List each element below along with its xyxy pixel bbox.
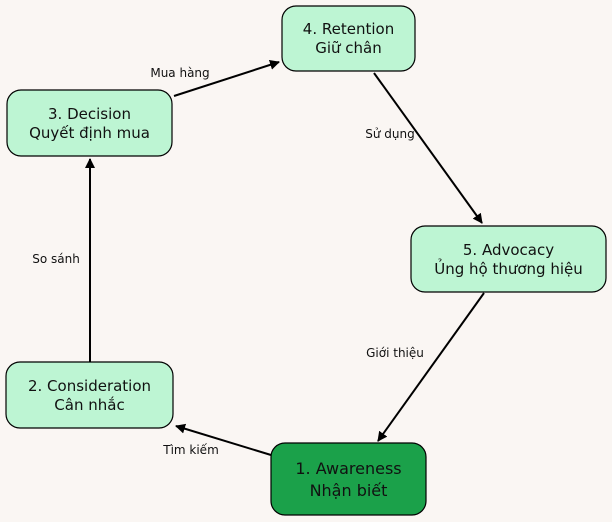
edge-label-mua-hang: Mua hàng [150, 66, 209, 80]
node-awareness-box [270, 442, 427, 516]
node-retention-title: 4. Retention [303, 20, 394, 38]
node-consideration-box [5, 361, 174, 429]
node-awareness-subtitle: Nhận biết [310, 481, 388, 500]
node-advocacy-subtitle: Ủng hộ thương hiệu [434, 258, 583, 278]
node-retention[interactable]: 4. Retention Giữ chân [281, 5, 416, 72]
node-awareness-title: 1. Awareness [295, 459, 401, 478]
node-retention-subtitle: Giữ chân [315, 39, 382, 57]
edge-label-gioi-thieu: Giới thiệu [366, 346, 424, 360]
edge-advocacy-to-awareness [377, 292, 485, 442]
node-consideration-title: 2. Consideration [28, 377, 151, 395]
edge-label-tim-kiem: Tìm kiếm [162, 443, 219, 457]
edge-retention-to-advocacy [373, 72, 483, 224]
node-consideration-subtitle: Cân nhắc [54, 396, 124, 414]
node-retention-box [281, 5, 416, 72]
node-decision[interactable]: 3. Decision Quyết định mua [6, 89, 173, 157]
node-decision-title: 3. Decision [48, 105, 131, 123]
node-advocacy-box [410, 225, 607, 293]
node-decision-subtitle: Quyết định mua [29, 124, 150, 142]
node-awareness[interactable]: 1. Awareness Nhận biết [270, 442, 427, 516]
edge-label-so-sanh: So sánh [32, 252, 80, 266]
node-consideration[interactable]: 2. Consideration Cân nhắc [5, 361, 174, 429]
edge-awareness-to-consideration [175, 423, 272, 456]
edge-decision-to-retention [173, 60, 280, 97]
edges: Tìm kiếm So sánh Mua hàng Sử dụng Giới t… [32, 60, 485, 457]
edge-label-su-dung: Sử dụng [365, 127, 414, 141]
node-advocacy[interactable]: 5. Advocacy Ủng hộ thương hiệu [410, 225, 607, 293]
node-decision-box [6, 89, 173, 157]
node-advocacy-title: 5. Advocacy [463, 241, 554, 259]
